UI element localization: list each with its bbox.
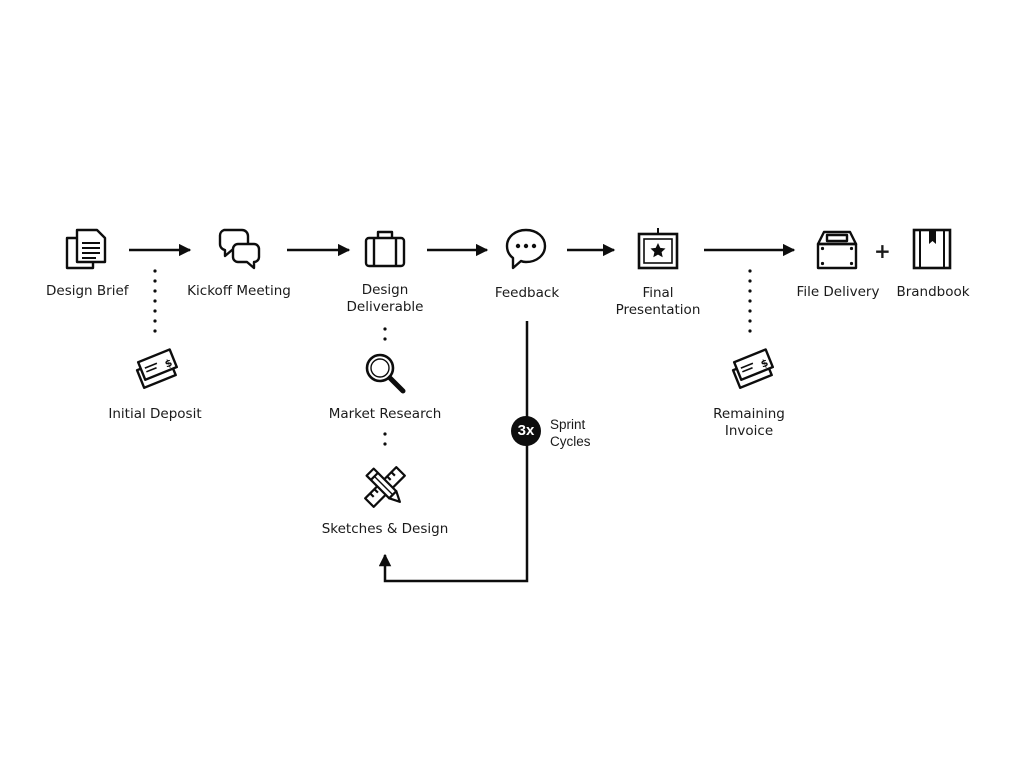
- sprint-loop-line: [378, 321, 529, 583]
- sprint-cycles-caption: Sprint Cycles: [550, 416, 591, 450]
- dotted-link-deposit: [153, 269, 157, 333]
- documents-icon: [65, 228, 107, 270]
- label-initial-deposit: Initial Deposit: [108, 406, 202, 422]
- label-remaining-invoice-line1: Remaining: [713, 406, 785, 422]
- sprint-count-badge: 3x: [511, 416, 541, 446]
- sprint-cycles-line2: Cycles: [550, 434, 591, 449]
- label-sketches-design: Sketches & Design: [321, 521, 449, 537]
- label-design-deliverable: Design Deliverable: [335, 282, 435, 316]
- label-final-presentation-line1: Final: [642, 285, 674, 301]
- money-icon: $: [135, 348, 178, 389]
- label-remaining-invoice: Remaining Invoice: [704, 406, 794, 440]
- comment-bubble-icon: [505, 228, 547, 270]
- label-brandbook: Brandbook: [896, 284, 970, 300]
- label-feedback: Feedback: [494, 285, 560, 301]
- pencil-ruler-icon: [364, 466, 406, 508]
- label-file-delivery: File Delivery: [796, 284, 880, 300]
- box-icon: [816, 230, 858, 270]
- briefcase-icon: [364, 230, 406, 268]
- dotted-link-invoice: [748, 269, 752, 333]
- framed-star-icon: [637, 228, 679, 270]
- label-design-deliverable-line1: Design: [361, 282, 409, 298]
- label-remaining-invoice-line2: Invoice: [724, 423, 774, 439]
- plus-sign: +: [874, 239, 891, 263]
- label-market-research: Market Research: [328, 406, 442, 422]
- money-icon: $: [731, 348, 774, 389]
- label-final-presentation-line2: Presentation: [615, 302, 701, 318]
- svg-text:$: $: [164, 358, 175, 371]
- sprint-cycles-line1: Sprint: [550, 417, 586, 432]
- speech-bubbles-icon: [218, 228, 261, 270]
- label-design-brief: Design Brief: [46, 283, 129, 299]
- dotted-link-sketches: [383, 432, 387, 446]
- book-icon: [912, 228, 952, 270]
- label-kickoff-meeting: Kickoff Meeting: [187, 283, 291, 299]
- label-final-presentation: Final Presentation: [608, 285, 708, 319]
- svg-text:$: $: [760, 358, 771, 371]
- dotted-link-research: [383, 327, 387, 341]
- label-design-deliverable-line2: Deliverable: [346, 299, 424, 315]
- magnifier-icon: [365, 353, 406, 394]
